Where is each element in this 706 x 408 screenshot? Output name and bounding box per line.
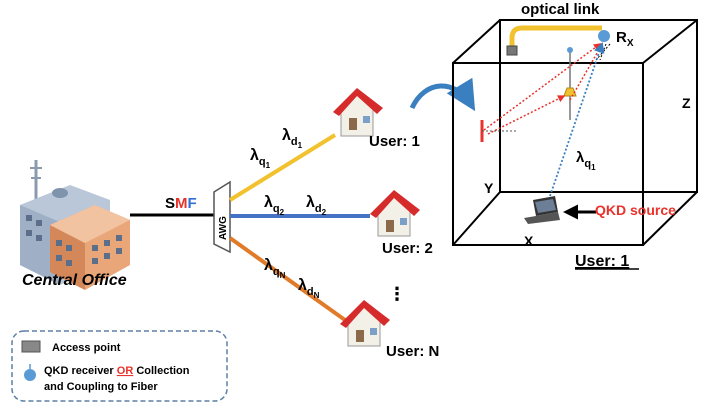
receiver-label: RX (616, 29, 634, 49)
optical-link-label: optical link (521, 1, 600, 18)
lamp-receiver-icon (567, 47, 573, 53)
legend-access-point-icon (21, 340, 41, 353)
awg-label: AWG (218, 216, 229, 240)
laptop-icon (524, 196, 560, 224)
user2-label: User: 2 (382, 240, 433, 257)
room-box (452, 19, 698, 246)
lambda-d2: λd2 (306, 194, 327, 217)
blue-beam (549, 41, 605, 197)
lambda-d1: λd1 (282, 127, 303, 150)
central-office-label: Central Office (22, 272, 127, 289)
legend-qkd-line1: QKD receiver OR Collection (44, 365, 190, 377)
legend-receiver-icon (24, 369, 36, 381)
access-point-icon (506, 45, 518, 56)
axis-y: Y (484, 180, 494, 196)
legend-box (11, 330, 228, 402)
user-ellipsis: ⋮ (388, 284, 406, 304)
house-icon-user2 (370, 190, 420, 237)
lambda-q1-room: λq1 (576, 149, 596, 172)
qkd-receiver-icon (598, 30, 610, 42)
axis-z: Z (682, 95, 691, 111)
axis-x: X (524, 233, 534, 249)
central-office-icon (20, 160, 130, 290)
qkd-source-label: QKD source (595, 202, 676, 218)
legend-qkd-line2: and Coupling to Fiber (44, 381, 158, 393)
optical-link-fiber (509, 25, 602, 48)
legend-access-point-label: Access point (52, 342, 121, 354)
userN-label: User: N (386, 343, 439, 360)
lambda-labels: λq1 λd1 λq2 λd2 λqN λdN (250, 127, 327, 300)
house-icon-user1 (333, 88, 383, 137)
lambda-dN: λdN (298, 277, 320, 300)
zoom-arrow (409, 77, 476, 112)
link-user1 (228, 133, 337, 202)
user1-label: User: 1 (369, 133, 420, 150)
lambda-q1: λq1 (250, 147, 271, 170)
red-beam-1 (483, 43, 602, 131)
room-caption: User: 1 (575, 253, 629, 270)
awg-box (213, 180, 231, 254)
lambda-qN: λqN (264, 257, 286, 280)
link-userN (228, 236, 347, 322)
smf-label: SMF (165, 195, 197, 212)
house-icon-userN (340, 300, 390, 347)
lambda-q2: λq2 (264, 194, 285, 217)
